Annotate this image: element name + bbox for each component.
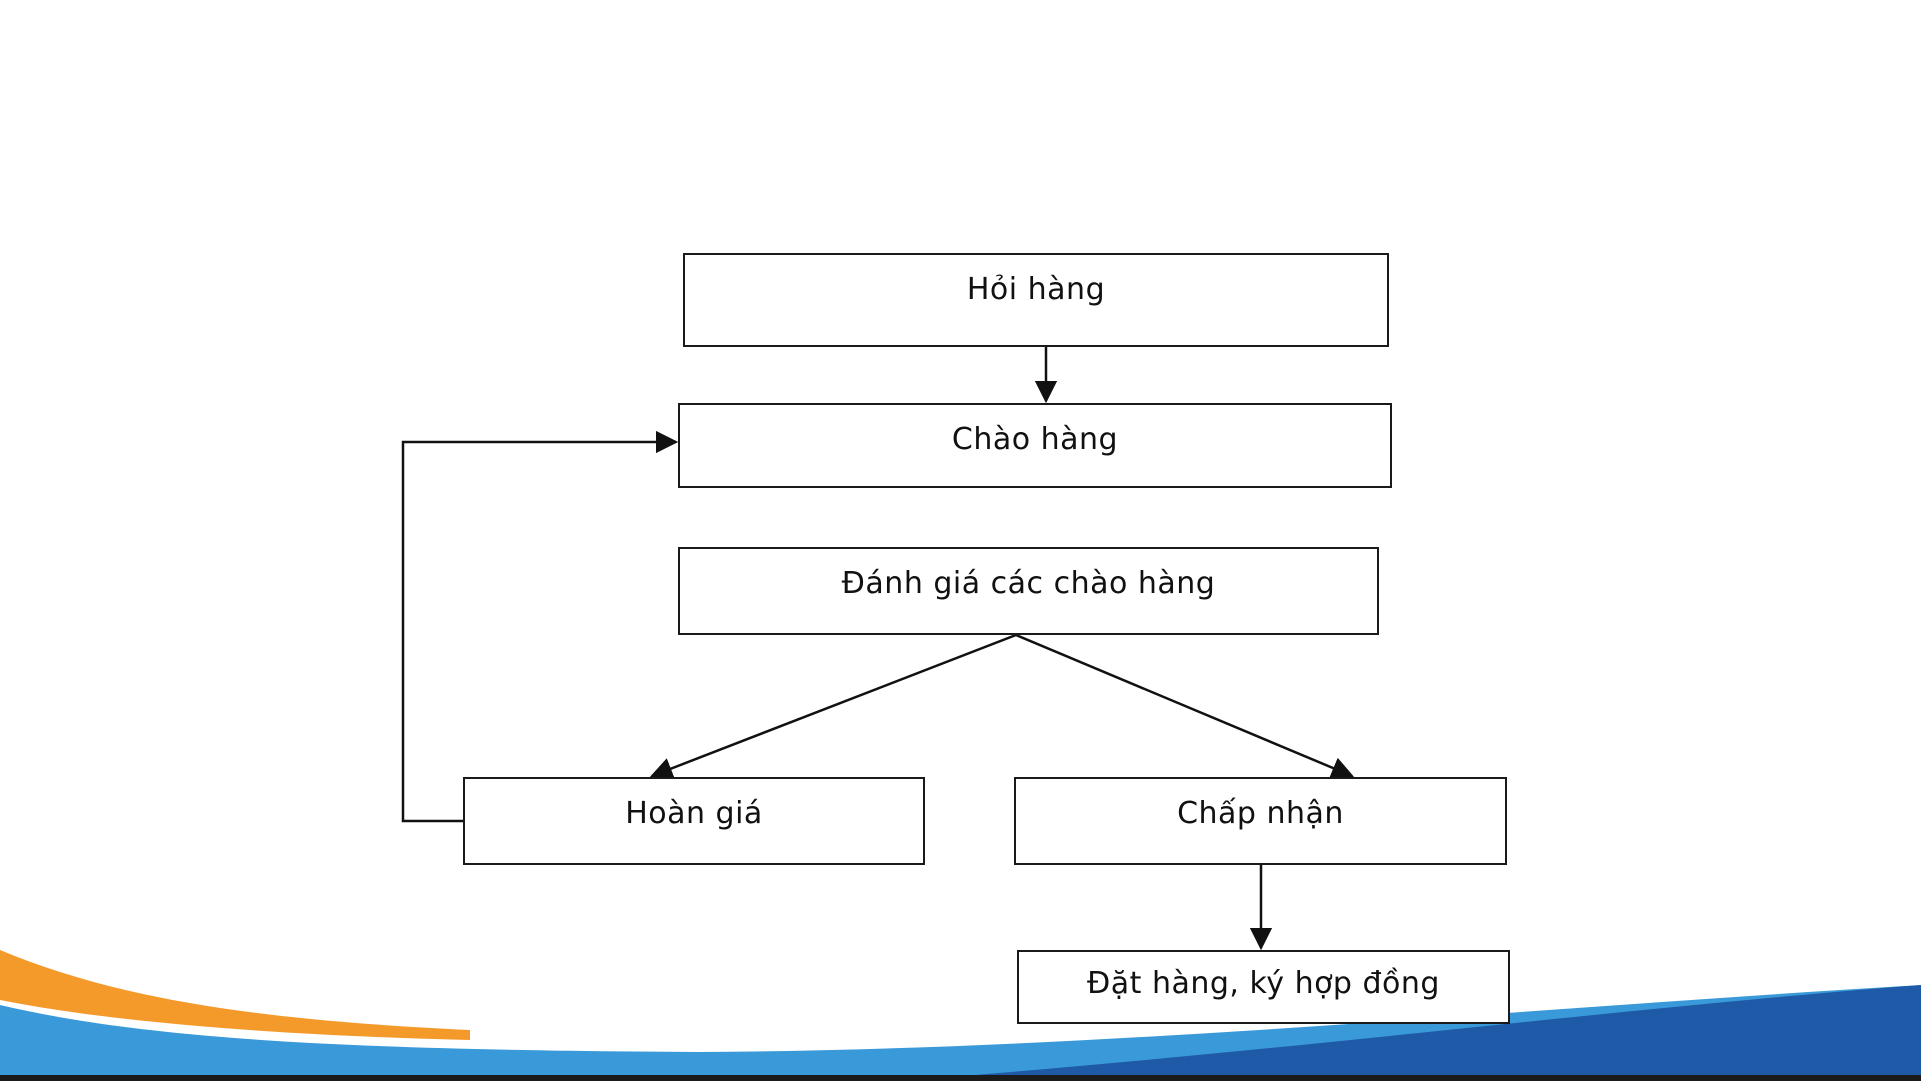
node-chao-hang: Chào hàng — [678, 403, 1392, 488]
node-label: Hỏi hàng — [967, 272, 1105, 307]
node-hoan-gia: Hoàn giá — [463, 777, 925, 865]
node-label: Đánh giá các chào hàng — [842, 566, 1216, 601]
arrow-danh-to-chap — [1016, 635, 1352, 776]
node-label: Hoàn giá — [625, 796, 763, 831]
arrow-hoan-back-to-chao — [403, 442, 676, 821]
node-chap-nhan: Chấp nhận — [1014, 777, 1507, 865]
node-hoi-hang: Hỏi hàng — [683, 253, 1389, 347]
node-label: Chấp nhận — [1177, 796, 1344, 831]
node-label: Đặt hàng, ký hợp đồng — [1087, 966, 1440, 1001]
node-dat-hang-ky-hop-dong: Đặt hàng, ký hợp đồng — [1017, 950, 1510, 1024]
node-danh-gia-cac-chao-hang: Đánh giá các chào hàng — [678, 547, 1379, 635]
node-label: Chào hàng — [952, 422, 1118, 457]
arrow-danh-to-hoan — [652, 635, 1016, 776]
